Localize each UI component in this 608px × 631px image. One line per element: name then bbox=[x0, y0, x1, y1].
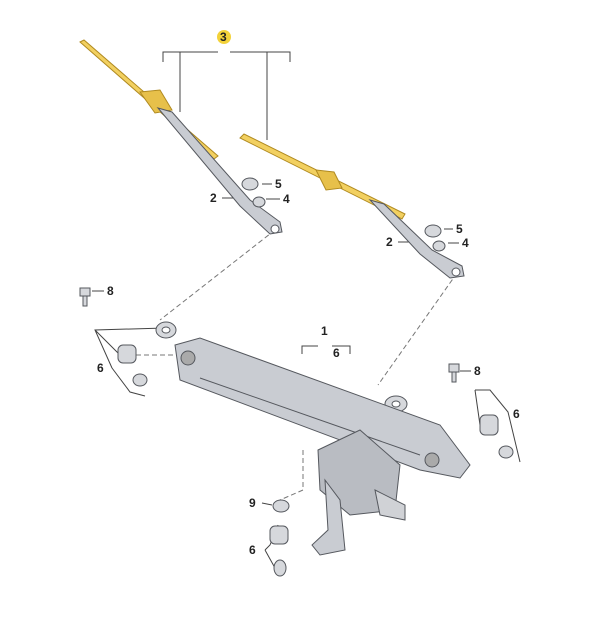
label-8-right: 8 bbox=[474, 364, 481, 378]
bush-right bbox=[479, 414, 499, 436]
label-2-right: 2 bbox=[386, 235, 393, 249]
bolt-left bbox=[79, 287, 91, 307]
label-9: 9 bbox=[249, 496, 256, 510]
bracket-3 bbox=[162, 51, 291, 62]
bracket-1 bbox=[301, 345, 351, 354]
bush-left bbox=[117, 344, 137, 364]
motor-bracket bbox=[311, 478, 346, 556]
label-1: 1 bbox=[321, 324, 328, 338]
wiper-linkage bbox=[174, 337, 471, 556]
label-4-left: 4 bbox=[283, 192, 290, 206]
nut-left bbox=[252, 196, 266, 208]
assembly-dashes bbox=[128, 229, 458, 501]
label-6-left: 6 bbox=[97, 361, 104, 375]
label-8-left: 8 bbox=[107, 284, 114, 298]
nut-motor bbox=[272, 499, 290, 513]
label-2-left: 2 bbox=[210, 191, 217, 205]
cap-left bbox=[241, 177, 259, 191]
cap-right bbox=[424, 224, 442, 238]
small-parts bbox=[79, 177, 514, 577]
label-5-left: 5 bbox=[275, 177, 282, 191]
label-5-right: 5 bbox=[456, 222, 463, 236]
wiper-arm-right bbox=[368, 199, 465, 279]
wiper-arm-left bbox=[156, 107, 283, 235]
highlight-3 bbox=[217, 30, 231, 44]
label-4-right: 4 bbox=[462, 236, 469, 250]
label-6-right: 6 bbox=[513, 407, 520, 421]
callout-leaders bbox=[92, 51, 521, 569]
wiper-blade-right bbox=[239, 133, 406, 220]
label-6-motor: 6 bbox=[249, 543, 256, 557]
bush-motor bbox=[269, 525, 289, 545]
label-3: 3 bbox=[220, 30, 227, 44]
bolt-right bbox=[448, 363, 460, 383]
label-6-linkage: 6 bbox=[333, 346, 340, 360]
nut-right bbox=[432, 240, 446, 252]
